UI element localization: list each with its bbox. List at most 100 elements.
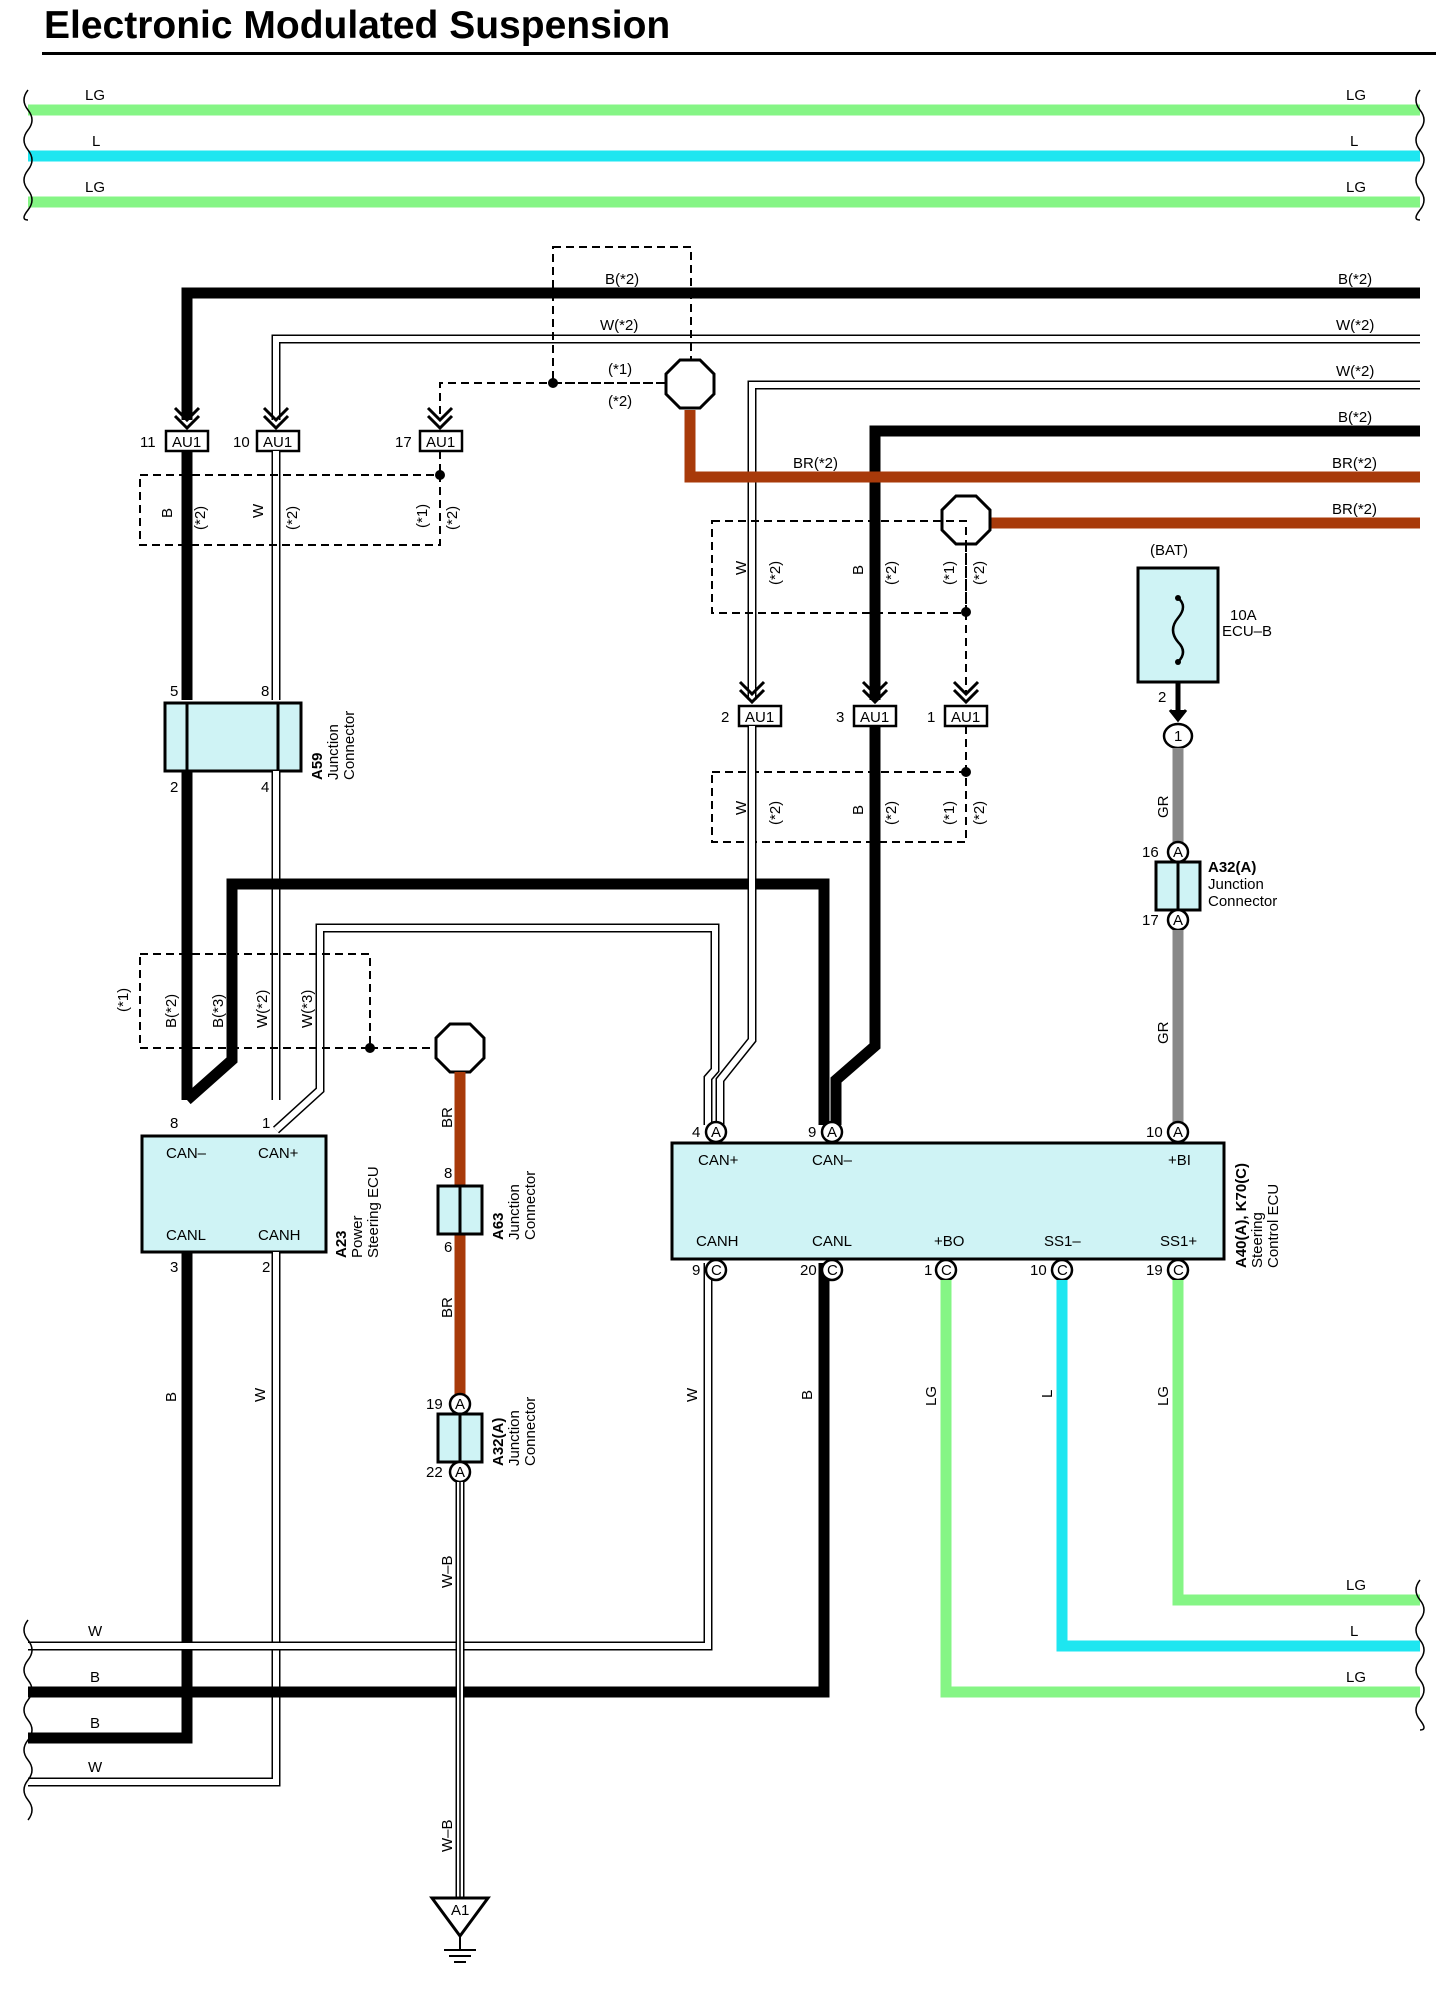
a40-pin-20c-circle (820, 1258, 844, 1282)
a23-desc-2: Steering ECU (365, 1166, 382, 1258)
a32l-desc-1: Junction (506, 1410, 523, 1466)
opt3-star2b: (*2) (883, 561, 900, 585)
a23-desc-1: Power (349, 1215, 366, 1258)
a59-desc-2: Connector (341, 711, 358, 780)
a23-pin-8: 8 (170, 1115, 178, 1132)
opt1-b: B (159, 508, 176, 518)
a40-pin-9a-circle (820, 1120, 844, 1144)
fuse-end-top (1175, 595, 1181, 601)
a32l-id: A32(A) (490, 1418, 507, 1466)
au1-pin-2: 2 (721, 709, 729, 726)
a40-bot-pin-1: 1 (924, 1262, 932, 1279)
ground-branch: BR BR 8 6 A63 Junction Connector A 19 A … (426, 1072, 539, 1963)
au1-pin-3: 3 (836, 709, 844, 726)
top-bus-label-right-1: LG (1346, 87, 1366, 104)
a23-box (140, 1134, 328, 1254)
au1-pin-10: 10 (233, 434, 250, 451)
a40-term-bi: +BI (1168, 1152, 1191, 1169)
wire-b-ecu-return (28, 1263, 830, 1698)
bottom-right-label-3: LG (1346, 1669, 1366, 1686)
label-br-1: BR (439, 1107, 456, 1128)
au1-pin-17: 17 (395, 434, 412, 451)
bottom-left-label-1: W (88, 1623, 103, 1640)
au1-box-2 (737, 704, 783, 728)
top-bus: LG LG L L LG LG (23, 87, 1425, 221)
fuse-feed: (BAT) 10A ECU–B 2 1 GR A 16 A 17 A32(A) … (1136, 542, 1277, 1122)
top-bus-label-right-2: L (1350, 133, 1358, 150)
arrow-au1-3 (861, 680, 889, 705)
right-wire-label-6: BR(*2) (1332, 501, 1377, 518)
top-bus-label-left-3: LG (85, 179, 105, 196)
a40-bot-pin-20: 20 (800, 1262, 817, 1279)
upper-harness: B(*2) W(*2) W(*2) B(*2) BR(*2) BR(*2) B(… (181, 246, 1420, 700)
label-b-ecu: B (799, 1390, 816, 1400)
opt1-star1: (*1) (414, 504, 431, 528)
au1-label-17: AU1 (426, 434, 455, 451)
a59-pin-5: 5 (170, 683, 178, 700)
a63-id: A63 (490, 1212, 507, 1240)
wire-lg-ss1plus (1172, 1280, 1420, 1606)
a40-pin-4-letter: A (711, 1124, 721, 1141)
right-au1-group: W (*2) B (*2) (*1) (*2) AU1 AU1 AU1 2 3 … (711, 494, 992, 1125)
bottom-left-label-4: W (88, 1759, 103, 1776)
label-wb-1: W–B (439, 1555, 456, 1588)
a63-pin-6: 6 (444, 1239, 452, 1256)
wire-w-right-fill (749, 382, 1420, 700)
a40-term-can-plus: CAN+ (698, 1152, 739, 1169)
a23-terminal-can-plus: CAN+ (258, 1145, 299, 1162)
opt3-star2a: (*2) (767, 561, 784, 585)
wire-w-main-fill (273, 336, 1420, 420)
arrow-au1-11 (173, 406, 201, 431)
bottom-right-label-1: LG (1346, 1577, 1366, 1594)
opt3-star2c: (*2) (971, 561, 988, 585)
a32u-letter-16: A (1173, 844, 1183, 861)
fuse-source: (BAT) (1150, 542, 1188, 559)
label-br-2: BR (439, 1297, 456, 1318)
a40-pin-9c-letter: C (711, 1262, 722, 1279)
a40-bot-pin-9: 9 (692, 1262, 700, 1279)
au1-label-2: AU1 (745, 709, 774, 726)
a23-terminal-can-minus: CAN– (166, 1145, 207, 1162)
label-gr-2: GR (1155, 1021, 1172, 1044)
right-wire-label-1: B(*2) (1338, 271, 1372, 288)
opt3-w: W (733, 560, 750, 575)
opt1-w: W (250, 503, 267, 518)
a40-desc-1: Steering (1249, 1212, 1266, 1268)
wire-w-can-loop-fill (273, 925, 718, 1133)
a23-terminal-canl: CANL (166, 1227, 206, 1244)
a40-pin-9c-circle (704, 1258, 728, 1282)
opt1-star2b: (*2) (284, 506, 301, 530)
fuse-name: ECU–B (1222, 623, 1272, 640)
a32u-id: A32(A) (1208, 859, 1256, 876)
au1-left-group: AU1 AU1 AU1 11 10 17 (140, 406, 464, 453)
a40-term-canl: CANL (812, 1233, 852, 1250)
opt4-star2b: (*2) (883, 801, 900, 825)
bottom-left-label-3: B (90, 1715, 100, 1732)
a40-term-can-minus: CAN– (812, 1152, 853, 1169)
a40-term-bo: +BO (934, 1233, 964, 1250)
a63-desc-1: Junction (506, 1184, 523, 1240)
break-mark-right-top (1415, 89, 1425, 221)
a40-desc-2: Control ECU (1265, 1184, 1282, 1268)
ground-a1 (429, 1896, 491, 1939)
a59-pin-4: 4 (261, 779, 269, 796)
a40-pin-10a-letter: A (1173, 1124, 1183, 1141)
opt2-w3: W(*3) (299, 990, 316, 1028)
bottom-left-label-2: B (90, 1669, 100, 1686)
label-b-a23: B (163, 1392, 180, 1402)
a40-pin-10a-circle (1166, 1120, 1190, 1144)
a40-pin-9a-letter: A (827, 1124, 837, 1141)
a40-term-ss1-plus: SS1+ (1160, 1233, 1197, 1250)
opt3-star1: (*1) (941, 561, 958, 585)
a40-pin-20c-letter: C (827, 1262, 838, 1279)
label-gr-1: GR (1155, 795, 1172, 818)
opt2-w2: W(*2) (254, 990, 271, 1028)
title-underline (42, 52, 1436, 55)
wire-b-main (181, 287, 1420, 420)
au1-pin-11: 11 (140, 434, 156, 451)
a40-ecu: A A A 4 9 10 CAN+ CAN– +BI CANH CANL +BO… (670, 1120, 1282, 1282)
wire-w-a23-down (28, 1252, 281, 1787)
arrow-au1-17 (426, 406, 454, 431)
lower-right: LG L LG LG L LG (923, 1280, 1425, 1731)
